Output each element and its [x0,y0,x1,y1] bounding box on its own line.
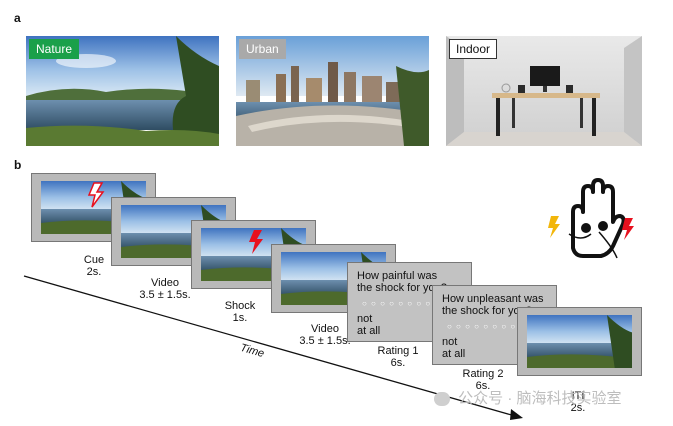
rating1-caption: Rating 1 6s. [370,345,426,369]
panel-a-letter: a [14,11,21,25]
hand-electrode-icon [548,178,634,259]
iti-name: ITI [571,390,585,402]
video1-caption: Video 3.5 ± 1.5s. [125,277,205,301]
cue-name: Cue [83,254,105,266]
rating2-name: Rating 2 [462,368,504,380]
video1-name: Video [151,277,179,289]
iti-caption: ITI 2s. [560,390,596,414]
shock-duration: 1s. [232,312,248,324]
wechat-icon [434,392,450,407]
video1-duration: 3.5 ± 1.5s. [139,289,191,301]
watermark-text: 公众号 · 脑海科技实验室 [458,390,622,407]
urban-label: Urban [239,39,286,59]
cue-duration: 2s. [86,266,102,278]
watermark: 公众号 · 脑海科技实验室 [434,387,622,408]
rating1-question-line2: the shock for you? [357,282,447,294]
nature-label: Nature [29,39,80,59]
iti-frame [517,307,642,376]
rating2-duration: 6s. [475,380,491,392]
indoor-scene-image: Indoor [446,36,642,146]
urban-scene-image: Urban [236,36,429,146]
video2-caption: Video 3.5 ± 1.5s. [285,323,365,347]
shock-lightning-icon [249,230,263,254]
video2-duration: 3.5 ± 1.5s. [299,335,351,347]
rating1-name: Rating 1 [377,345,419,357]
cue-caption: Cue 2s. [70,254,118,278]
rating2-anchor-line2: at all [442,348,466,360]
rating1-anchor: not at all [357,313,380,337]
rating2-caption: Rating 2 6s. [455,368,511,392]
rating2-question-line1: How unpleasant was [442,293,544,305]
rating2-anchor: not at all [442,336,465,360]
nature-scene-image: Nature [26,36,219,146]
rating1-duration: 6s. [390,357,406,369]
rating2-question: How unpleasant was the shock for you? [442,293,560,317]
rating2-scale: ○ ○ ○ ○ ○ ○ ○ ○ [447,322,517,331]
rating1-anchor-line1: not [357,313,373,325]
rating1-scale: ○ ○ ○ ○ ○ ○ ○ ○ [362,299,432,308]
shock-name: Shock [224,300,256,312]
video2-name: Video [311,323,339,335]
shock-caption: Shock 1s. [220,300,260,324]
iti-duration: 2s. [570,402,586,414]
rating1-question: How painful was the shock for you? [357,270,475,294]
cue-lightning-outline-icon [87,182,105,208]
rating1-anchor-line2: at all [357,325,381,337]
rating2-question-line2: the shock for you? [442,305,532,317]
rating2-anchor-line1: not [442,336,458,348]
rating1-question-line1: How painful was [357,270,438,282]
panel-b-letter: b [14,158,22,172]
indoor-label: Indoor [449,39,498,59]
